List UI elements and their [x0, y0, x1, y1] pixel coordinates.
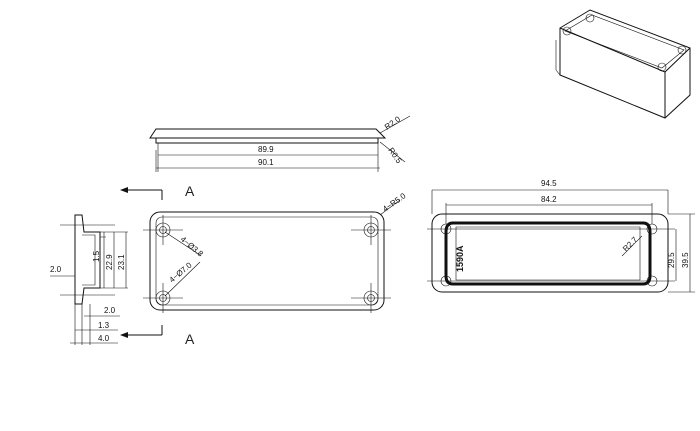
front-view: 4−Ø3.8 4−Ø7.0 4−R5.0 [143, 191, 408, 313]
dim-2-0-wall: 2.0 [50, 265, 62, 274]
section-label-bottom: A [185, 331, 195, 347]
dim-hole-3-8: 4−Ø3.8 [179, 235, 205, 259]
dim-2-0-step: 2.0 [104, 306, 116, 315]
bottom-view: 94.5 84.2 R2.7 29.5 39.5 1590A [427, 179, 695, 293]
dim-84-2: 84.2 [541, 195, 557, 204]
section-markers: A A [120, 183, 195, 347]
dim-r5-0: 4−R5.0 [381, 191, 408, 214]
dim-r2-7: R2.7 [621, 235, 640, 254]
dim-1-3: 1.3 [98, 321, 110, 330]
dim-r2-0: R2.0 [383, 114, 402, 131]
model-label: 1590A [455, 245, 465, 272]
dim-22-9: 22.9 [105, 254, 114, 270]
isometric-enclosure-view [555, 9, 691, 119]
dim-29-5: 29.5 [667, 252, 676, 268]
dim-90-1: 90.1 [258, 158, 274, 167]
section-label-top: A [185, 183, 195, 199]
dim-1-5: 1.5 [92, 250, 101, 262]
lid-side-view: 89.9 90.1 R2.0 R0.5 [149, 114, 411, 172]
dim-23-1: 23.1 [117, 254, 126, 270]
dim-89-9: 89.9 [258, 145, 274, 154]
section-view: 1.5 22.9 23.1 2.0 2.0 1.3 4.0 [50, 214, 128, 345]
dim-r0-5: R0.5 [386, 146, 403, 165]
dim-39-5: 39.5 [681, 252, 690, 268]
dim-94-5: 94.5 [541, 179, 557, 188]
dim-4-0: 4.0 [98, 334, 110, 343]
